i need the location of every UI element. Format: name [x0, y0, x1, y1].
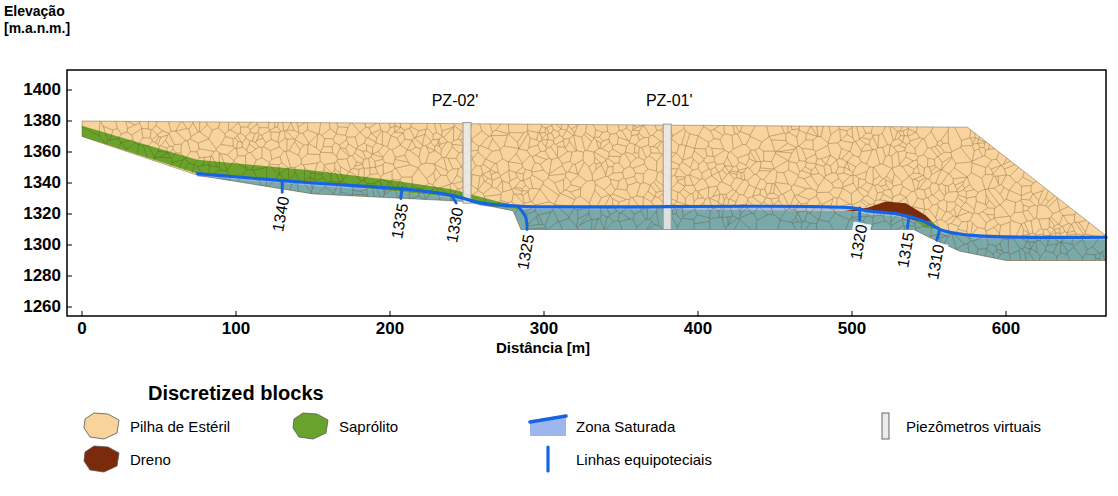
- axis-tick: [67, 245, 72, 246]
- waste-pile: [82, 121, 1106, 261]
- equipotential-line: [401, 188, 403, 199]
- plot-frame: [67, 70, 1106, 316]
- virtual-piezometer: [663, 124, 671, 229]
- equipotential-line: [452, 195, 457, 203]
- legend-text: Dreno: [130, 451, 171, 468]
- axis-tick: [67, 307, 72, 308]
- legend-item: Zona Saturada: [528, 411, 675, 441]
- legend-swatch-fill: [293, 413, 328, 439]
- equipotential-value: 1315: [895, 230, 919, 270]
- legend-swatch: [528, 444, 568, 474]
- saturated-zone-sample-line: [530, 416, 566, 422]
- tick-label: 400: [684, 320, 712, 339]
- legend-swatch: [876, 411, 898, 441]
- equipotential-line: [281, 181, 284, 192]
- legend-text: Pilha de Estéril: [130, 418, 230, 435]
- legend-text: Linhas equipoteciais: [576, 451, 712, 468]
- legend-text: Piezômetros virtuais: [906, 418, 1041, 435]
- equipotential-line: [937, 230, 940, 241]
- legend-item: Piezômetros virtuais: [876, 411, 1041, 441]
- piezometer-label: PZ-01': [646, 92, 693, 110]
- equipotential-value: 1335: [388, 200, 412, 240]
- axis-tick: [698, 311, 699, 316]
- tick-label: 1400: [23, 81, 61, 100]
- tick-label: 1260: [23, 298, 61, 317]
- axis-tick: [67, 276, 72, 277]
- axis-tick: [67, 90, 72, 91]
- piezometer-sample: [882, 413, 889, 439]
- axis-tick: [82, 311, 83, 316]
- legend-swatch: [82, 411, 122, 441]
- tick-label: 100: [222, 320, 250, 339]
- axis-title: Distância [m]: [496, 340, 590, 357]
- equipotential-value: 1310: [924, 242, 948, 282]
- equipotential-value: 1340: [269, 194, 293, 234]
- tick-label: 500: [838, 320, 866, 339]
- axis-tick: [67, 183, 72, 184]
- axis-title: Elevação: [4, 4, 65, 19]
- tick-label: 300: [530, 320, 558, 339]
- legend-title: Discretized blocks: [148, 382, 324, 404]
- axis-tick: [67, 121, 72, 122]
- equipotential-line: [858, 208, 861, 220]
- legend-item: Linhas equipoteciais: [528, 444, 712, 474]
- tick-label: 200: [376, 320, 404, 339]
- legend-item: Saprólito: [291, 411, 398, 441]
- tick-label: 1320: [23, 205, 61, 224]
- tick-label: 600: [992, 320, 1020, 339]
- piezometer-label: PZ-02': [432, 92, 479, 110]
- equipotential-line: [907, 217, 909, 228]
- virtual-piezometer: [463, 123, 471, 204]
- tick-label: 0: [77, 320, 86, 339]
- tick-label: 1380: [23, 112, 61, 131]
- equipotential-sample: [546, 447, 549, 471]
- tick-label: 1300: [23, 236, 61, 255]
- tick-label: 1280: [23, 267, 61, 286]
- axis-tick: [67, 214, 72, 215]
- model-outline: [82, 121, 1106, 261]
- legend-swatch: [82, 444, 122, 474]
- legend-swatch-fill: [84, 446, 119, 472]
- axis-tick: [852, 311, 853, 316]
- tick-label: 1360: [23, 143, 61, 162]
- saturated-zone-sample: [530, 416, 566, 436]
- axis-tick: [236, 311, 237, 316]
- legend-swatch-fill: [84, 413, 119, 439]
- legend-swatch: [528, 411, 568, 441]
- mesh-cells: [60, 100, 1110, 320]
- phreatic-line: [198, 174, 1107, 238]
- axis-tick: [1006, 311, 1007, 316]
- legend-item: Pilha de Estéril: [82, 411, 230, 441]
- equipotential-line: [518, 206, 527, 229]
- axis-tick: [67, 152, 72, 153]
- legend-item: Dreno: [82, 444, 171, 474]
- legend-swatch: [291, 411, 331, 441]
- legend-text: Zona Saturada: [576, 418, 675, 435]
- axis-unit: [m.a.n.m.]: [4, 21, 70, 36]
- axis-tick: [544, 311, 545, 316]
- tick-label: 1340: [23, 174, 61, 193]
- axis-tick: [390, 311, 391, 316]
- equipotential-value: 1330: [443, 205, 467, 245]
- legend-text: Saprólito: [339, 418, 398, 435]
- equipotential-value: 1325: [514, 231, 538, 271]
